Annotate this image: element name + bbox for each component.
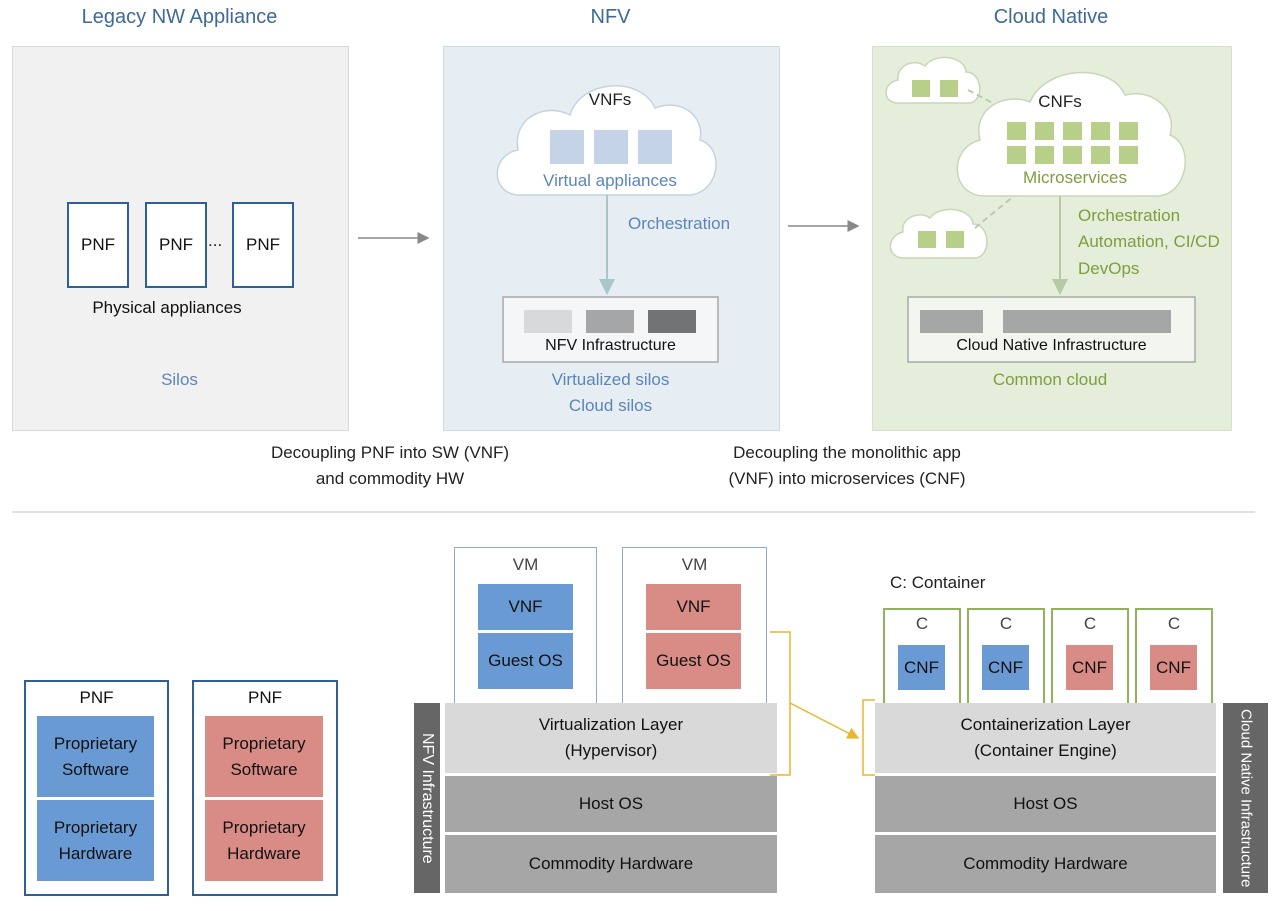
- cloud-silos-label: Cloud silos: [568, 396, 653, 415]
- container-3-title: C: [1083, 614, 1097, 633]
- nfv-host-os: Host OS: [445, 776, 777, 832]
- container-4-title: C: [1167, 614, 1181, 633]
- ellipsis: ...: [208, 231, 223, 250]
- microservices-label: Microservices: [1023, 168, 1127, 187]
- pnf-stack-right-title: PNF: [248, 688, 282, 707]
- yellow-bracket-right: [862, 699, 875, 776]
- pnf-stack-left-title: PNF: [79, 688, 114, 707]
- virtual-appliances-label: Virtual appliances: [543, 171, 677, 190]
- container-legend: C: Container: [890, 573, 986, 592]
- transition-2-line-1: Decoupling the monolithic app: [733, 443, 961, 462]
- proprietary-software-left: Proprietary Software: [37, 716, 154, 797]
- vm-1-title: VM: [512, 555, 539, 574]
- nfv-orchestration-label: Orchestration: [628, 214, 731, 233]
- container-3-cnf: CNF: [1066, 645, 1113, 690]
- pnf-box-3: PNF: [232, 202, 294, 288]
- cn-automation-label: Automation, CI/CD: [1078, 232, 1220, 251]
- proprietary-hardware-right: Proprietary Hardware: [205, 800, 323, 881]
- cn-orchestration-label: Orchestration: [1078, 206, 1181, 225]
- pnf-box-1: PNF: [67, 202, 129, 288]
- virtualized-silos-label: Virtualized silos: [551, 370, 670, 389]
- common-cloud-label: Common cloud: [992, 370, 1108, 389]
- proprietary-hardware-left: Proprietary Hardware: [37, 800, 154, 881]
- virtualization-layer: Virtualization Layer (Hypervisor): [445, 703, 777, 773]
- containerization-layer: Containerization Layer (Container Engine…: [875, 703, 1216, 773]
- container-2-title: C: [999, 614, 1013, 633]
- nfv-infrastructure-label: NFV Infrastructure: [545, 337, 676, 354]
- physical-appliances-caption: Physical appliances: [92, 298, 242, 317]
- transition-1-text: Decoupling PNF into SW (VNF) and commodi…: [235, 440, 545, 492]
- yellow-transition-arrow: [789, 702, 860, 739]
- nfv-commodity-hardware: Commodity Hardware: [445, 835, 777, 893]
- container-1-cnf: CNF: [898, 645, 945, 690]
- vnfs-label: VNFs: [588, 90, 632, 109]
- transition-1-line-1: Decoupling PNF into SW (VNF): [270, 443, 510, 462]
- transition-2-text: Decoupling the monolithic app (VNF) into…: [692, 440, 1002, 492]
- vm-2-vnf: VNF: [646, 584, 741, 630]
- vm-2-guest-os: Guest OS: [646, 633, 741, 689]
- container-1-title: C: [915, 614, 929, 633]
- legacy-title: Legacy NW Appliance: [81, 6, 278, 28]
- cloud-native-title: Cloud Native: [993, 6, 1109, 28]
- cloud-native-infrastructure-label: Cloud Native Infrastructure: [956, 337, 1147, 354]
- transition-1-line-2: and commodity HW: [315, 469, 465, 488]
- transition-2-line-2: (VNF) into microservices (CNF): [728, 469, 966, 488]
- cn-host-os: Host OS: [875, 776, 1216, 832]
- pnf-box-2: PNF: [145, 202, 207, 288]
- cn-devops-label: DevOps: [1078, 259, 1140, 278]
- silos-label: Silos: [161, 370, 198, 389]
- cloud-native-infrastructure-side-label: Cloud Native Infrastructure: [1223, 703, 1268, 893]
- cn-commodity-hardware: Commodity Hardware: [875, 835, 1216, 893]
- vm-1-guest-os: Guest OS: [478, 633, 573, 689]
- nfv-infrastructure-side-label: NFV Infrastructure: [414, 703, 440, 893]
- nfv-title: NFV: [590, 6, 631, 28]
- cnfs-label: CNFs: [1038, 92, 1082, 111]
- container-2-cnf: CNF: [982, 645, 1029, 690]
- vm-1-vnf: VNF: [478, 584, 573, 630]
- proprietary-software-right: Proprietary Software: [205, 716, 323, 797]
- vm-2-title: VM: [681, 555, 708, 574]
- container-4-cnf: CNF: [1150, 645, 1197, 690]
